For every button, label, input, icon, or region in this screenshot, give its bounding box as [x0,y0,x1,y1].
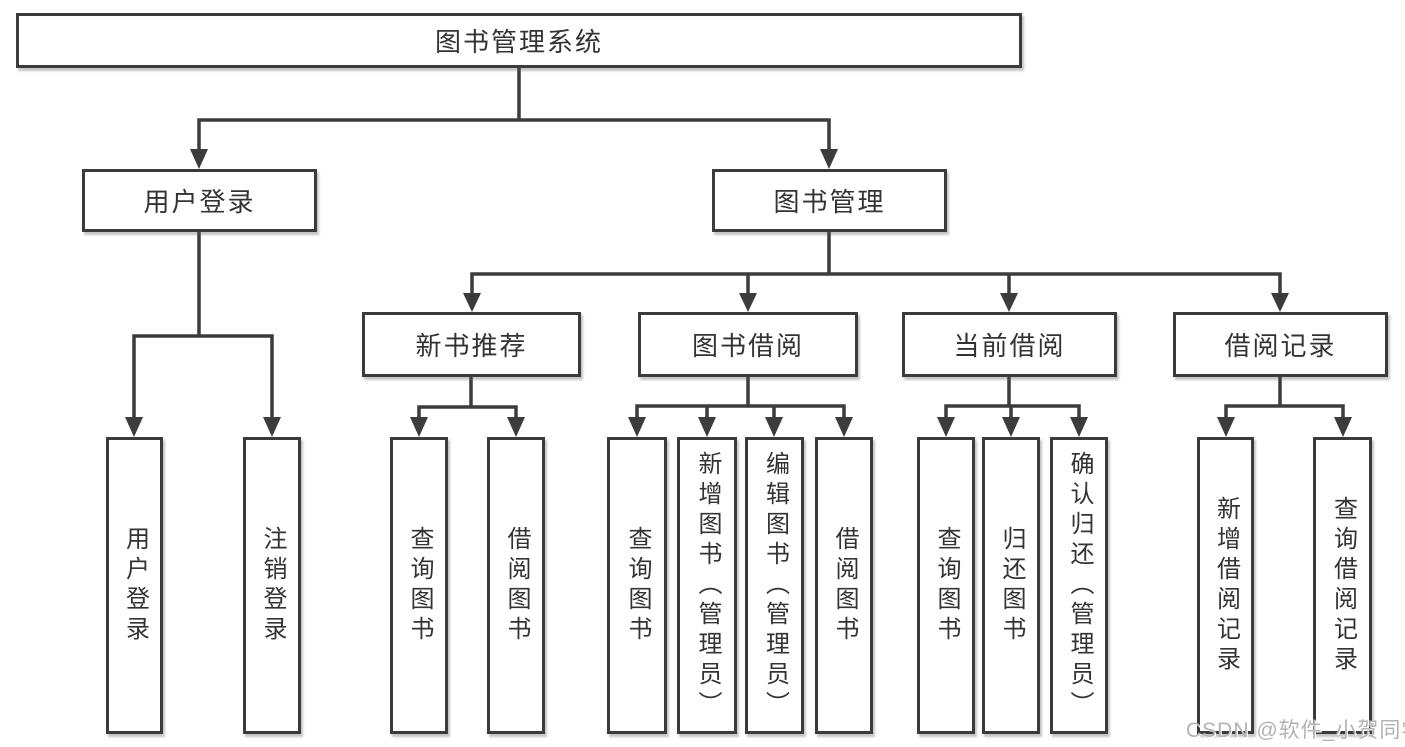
node-new-book-recommend: 新书推荐 [362,312,581,377]
connector-root-to-level2 [190,66,838,169]
leaf-user-login: 用户登录 [106,437,163,734]
leaf-query-books-current: 查询图书 [917,437,975,734]
node-label: 新书推荐 [415,331,528,361]
leaf-edit-books-admin: 编辑图书（管理员） [745,437,804,734]
watermark-text: CSDN @软件_小贺同学 [1186,719,1405,742]
leaf-query-borrow-record: 查询借阅记录 [1313,437,1372,734]
leaf-label: 新增借阅记录 [1212,495,1240,676]
leaf-borrow-books-borrow: 借阅图书 [815,437,873,734]
leaf-label: 借阅图书 [831,525,858,646]
leaf-return-books: 归还图书 [982,437,1040,734]
leaf-label: 查询图书 [624,525,651,646]
leaf-label: 归还图书 [998,525,1025,646]
leaf-label: 查询图书 [933,525,960,646]
connector-borrow-records-to-leaves [1217,375,1352,437]
node-label: 图书借阅 [691,331,804,361]
node-label: 用户登录 [143,187,256,217]
node-current-borrow: 当前借阅 [902,312,1117,377]
connector-user-login-to-leaves [125,230,281,437]
node-label: 当前借阅 [953,331,1066,361]
leaf-confirm-return-admin: 确认归还（管理员） [1050,437,1108,734]
node-label: 图书管理 [773,187,886,217]
node-borrow-records: 借阅记录 [1173,312,1388,377]
leaf-logout-login: 注销登录 [243,437,301,734]
node-book-management: 图书管理 [712,169,947,232]
leaf-query-books-borrow: 查询图书 [607,437,667,734]
leaf-label: 查询借阅记录 [1329,495,1357,676]
node-user-login: 用户登录 [82,169,317,232]
leaf-label: 注销登录 [259,525,286,646]
leaf-label: 借阅图书 [503,525,530,646]
connector-new-book-to-leaves [410,375,525,437]
leaf-label: 确认归还（管理员） [1066,450,1093,721]
leaf-borrow-books-recommend: 借阅图书 [487,437,545,734]
leaf-label: 查询图书 [406,525,433,646]
connector-current-borrow-to-leaves [937,375,1088,437]
leaf-add-borrow-record: 新增借阅记录 [1197,437,1254,734]
connector-book-management-to-level3 [463,230,1289,312]
leaf-label: 用户登录 [121,525,149,646]
connector-book-borrow-to-leaves [628,375,853,437]
leaf-query-books-recommend: 查询图书 [390,437,448,734]
csdn-watermark: CSDN @软件_小贺同学 [1186,714,1405,744]
leaf-label: 新增图书（管理员） [694,450,721,721]
node-label: 借阅记录 [1224,331,1337,361]
node-label: 图书管理系统 [434,27,603,57]
node-book-borrow: 图书借阅 [638,312,858,377]
leaf-label: 编辑图书（管理员） [761,450,789,721]
leaf-add-books-admin: 新增图书（管理员） [677,437,737,734]
node-library-system: 图书管理系统 [16,13,1022,68]
